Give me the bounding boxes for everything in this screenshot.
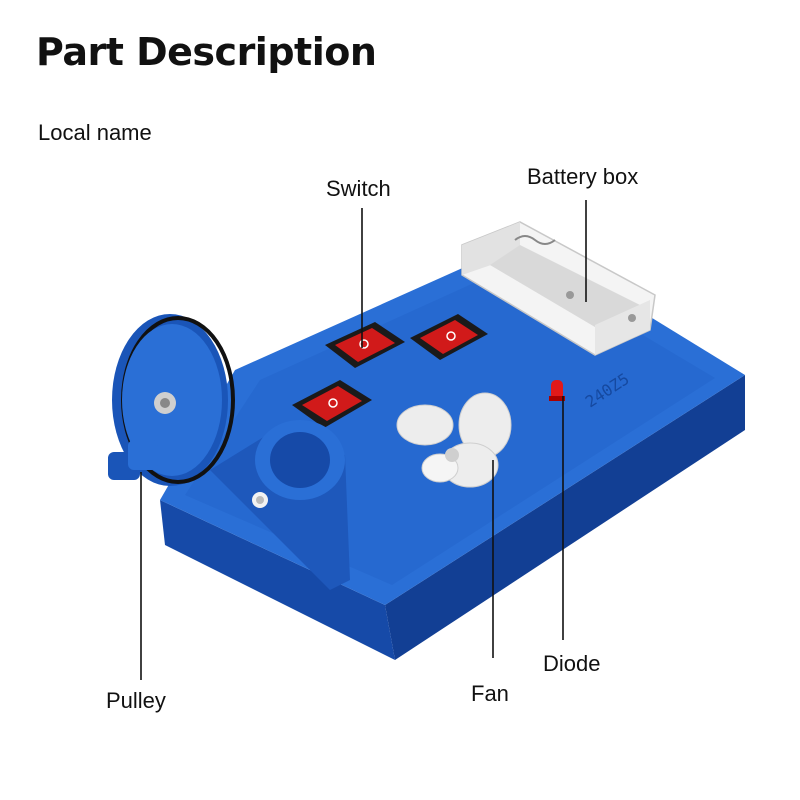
motor-housing xyxy=(210,420,350,590)
diode xyxy=(549,380,565,401)
fan-label: Fan xyxy=(471,681,509,706)
page-title: Part Description xyxy=(36,30,377,74)
battery-box xyxy=(461,221,656,356)
diode-label: Diode xyxy=(543,651,601,676)
base-right-face xyxy=(385,375,745,660)
leader-lines xyxy=(140,200,587,680)
base-front-face xyxy=(160,500,395,660)
pulley xyxy=(108,314,235,486)
fan xyxy=(396,392,512,488)
local-name-heading: Local name xyxy=(38,120,152,145)
battery-box-label: Battery box xyxy=(527,164,639,189)
switch-2 xyxy=(410,314,488,360)
switch-label: Switch xyxy=(326,176,391,201)
pulley-label: Pulley xyxy=(106,688,166,713)
switch-1 xyxy=(325,322,405,368)
switch-3 xyxy=(292,380,372,428)
